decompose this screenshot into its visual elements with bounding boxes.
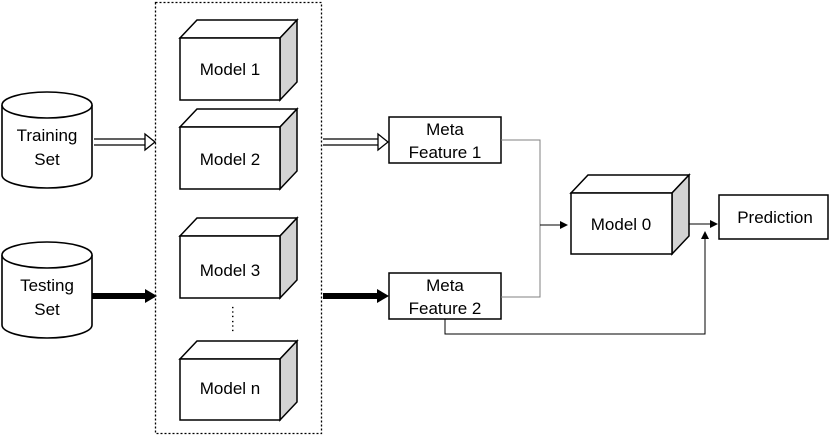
model-3-cube: Model 3 — [178, 216, 299, 300]
model-0-cube: Model 0 — [569, 173, 691, 256]
meta-feature-1-box: Meta Feature 1 — [388, 116, 502, 164]
model-2-cube: Model 2 — [178, 107, 299, 191]
training-set-cylinder: Training Set — [1, 91, 93, 189]
model-1-label: Model 1 — [200, 60, 260, 79]
model-n-label: Model n — [200, 379, 260, 398]
meta-feature-2-label-line1: Meta — [426, 276, 464, 295]
meta-feature-1-label-line2: Feature 1 — [409, 143, 482, 162]
testing-set-cylinder: Testing Set — [1, 241, 93, 339]
model-n-cube: Model n — [178, 339, 299, 422]
prediction-box: Prediction — [718, 194, 829, 240]
model-0-label: Model 0 — [591, 215, 651, 234]
testing-set-label-line1: Testing — [20, 276, 74, 295]
meta-to-model0-connector — [501, 139, 568, 298]
testing-flow-arrow — [92, 289, 157, 303]
meta-feature-1-flow-arrow — [323, 132, 390, 152]
meta-feature-2-box: Meta Feature 2 — [388, 272, 502, 320]
model-1-cube: Model 1 — [178, 18, 299, 102]
meta-feature-1-label-line1: Meta — [426, 120, 464, 139]
models-ellipsis: …… — [229, 305, 245, 333]
training-set-label-line2: Set — [34, 150, 60, 169]
testing-set-label-line2: Set — [34, 300, 60, 319]
meta-feature-2-bypass-connector — [444, 231, 709, 335]
model-3-label: Model 3 — [200, 261, 260, 280]
model-2-label: Model 2 — [200, 150, 260, 169]
base-models-container — [154, 1, 323, 435]
meta-feature-2-label-line2: Feature 2 — [409, 299, 482, 318]
training-set-label-line1: Training — [17, 126, 78, 145]
training-flow-arrow — [94, 132, 157, 152]
prediction-label: Prediction — [737, 208, 813, 227]
meta-feature-2-flow-arrow — [323, 289, 389, 303]
